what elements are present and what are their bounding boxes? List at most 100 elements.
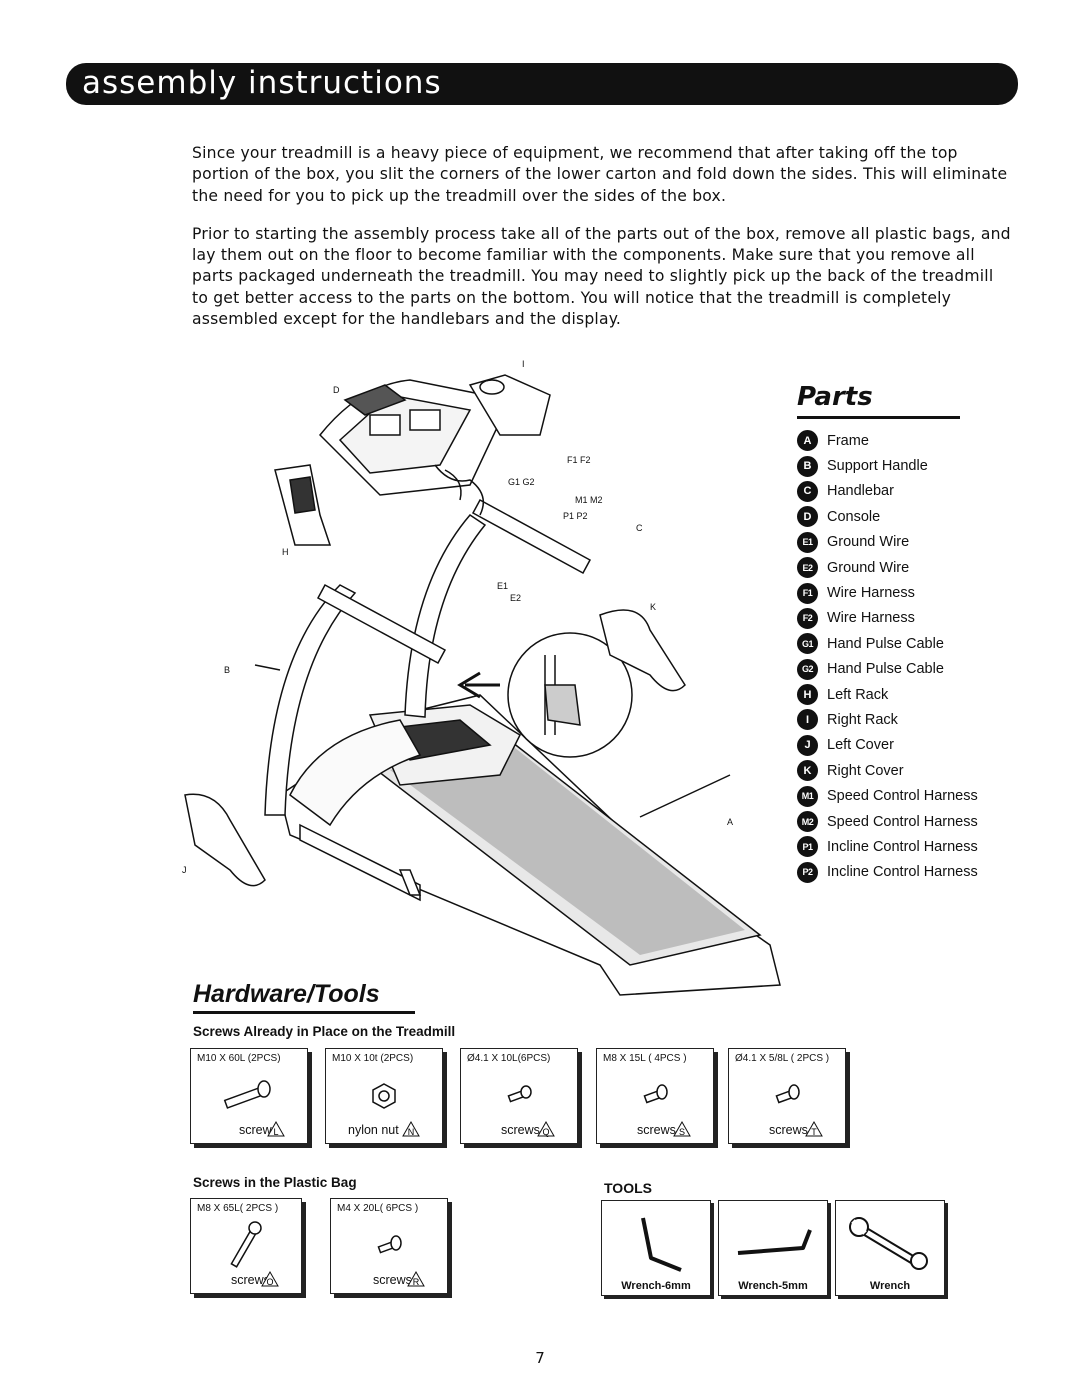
svg-text:S: S (679, 1127, 685, 1137)
hardware-name: screws (373, 1273, 412, 1287)
part-item: G2 Hand Pulse Cable (797, 657, 978, 682)
part-name: Support Handle (827, 458, 928, 475)
svg-text:N: N (408, 1127, 415, 1137)
label-E1: E1 (497, 581, 508, 591)
part-code-badge: G1 (797, 633, 818, 655)
hex-key-icon (602, 1207, 710, 1279)
part-name: Right Rack (827, 711, 898, 728)
tool-name: Wrench-5mm (738, 1280, 808, 1292)
part-code-badge: E2 (797, 557, 818, 579)
page-title: assembly instructions (82, 65, 442, 101)
part-item: E1 Ground Wire (797, 530, 978, 555)
treadmill-exploded-diagram: I D J H B C K A F1 F2 G1 G2 M1 M2 P1 P2 … (182, 359, 781, 996)
part-code-badge: F2 (797, 607, 818, 629)
parts-heading: Parts (797, 382, 873, 412)
part-name: Right Cover (827, 762, 904, 779)
part-item: M1 Speed Control Harness (797, 783, 978, 808)
hardware-item: M8 X 65L( 2PCS ) screws O (190, 1198, 302, 1294)
svg-text:R: R (413, 1277, 420, 1287)
hardware-spec: Ø4.1 X 5/8L ( 2PCS ) (735, 1053, 830, 1064)
tool-name: Wrench-6mm (621, 1280, 691, 1292)
in-place-heading: Screws Already in Place on the Treadmill (193, 1024, 456, 1039)
label-J: J (182, 865, 187, 875)
title-bar: assembly instructions (66, 63, 1018, 105)
part-code-badge: J (797, 734, 818, 756)
page-number: 7 (535, 1349, 545, 1367)
label-D: D (333, 385, 340, 395)
svg-text:Q: Q (542, 1127, 549, 1137)
screw-icon (729, 1071, 845, 1121)
label-P1P2: P1 P2 (563, 511, 588, 521)
screw-icon (597, 1071, 713, 1121)
part-code-badge: M2 (797, 811, 818, 833)
hardware-name: screw (239, 1123, 272, 1137)
hardware-mark-icon: O (261, 1271, 279, 1287)
label-E2: E2 (510, 593, 521, 603)
label-I: I (522, 359, 525, 369)
hardware-divider (193, 1011, 415, 1014)
hardware-mark-icon: T (805, 1121, 823, 1137)
part-item: I Right Rack (797, 707, 978, 732)
part-name: Incline Control Harness (827, 838, 978, 855)
part-code-badge: E1 (797, 531, 818, 553)
hex-key-icon (719, 1207, 827, 1279)
hardware-heading: Hardware/Tools (193, 980, 380, 1008)
part-item: B Support Handle (797, 453, 978, 478)
part-name: Wire Harness (827, 585, 915, 602)
wrench-icon (836, 1207, 944, 1279)
nylon-nut-icon (326, 1071, 442, 1121)
hardware-spec: Ø4.1 X 10L(6PCS) (467, 1053, 551, 1064)
part-code-badge: B (797, 455, 818, 477)
part-name: Console (827, 508, 881, 525)
hardware-name: screws (637, 1123, 676, 1137)
long-screw-icon (191, 1071, 307, 1121)
part-name: Speed Control Harness (827, 788, 978, 805)
part-code-badge: G2 (797, 658, 818, 680)
part-code-badge: P1 (797, 836, 818, 858)
tool-item: Wrench-5mm (718, 1200, 828, 1296)
label-F1F2: F1 F2 (567, 455, 591, 465)
hardware-item: Ø4.1 X 5/8L ( 2PCS ) screws T (728, 1048, 846, 1144)
label-M1M2: M1 M2 (575, 495, 603, 505)
tools-heading: TOOLS (604, 1180, 652, 1196)
part-code-badge: K (797, 760, 818, 782)
hardware-name: screws (501, 1123, 540, 1137)
svg-text:L: L (273, 1127, 278, 1137)
parts-divider (797, 416, 960, 419)
hardware-name: screws (769, 1123, 808, 1137)
long-bolt-icon (191, 1221, 301, 1271)
part-code-badge: I (797, 709, 818, 731)
part-code-badge: F1 (797, 582, 818, 604)
part-name: Ground Wire (827, 534, 910, 551)
screw-icon (331, 1221, 447, 1271)
part-name: Wire Harness (827, 610, 915, 627)
hardware-spec: M4 X 20L( 6PCS ) (337, 1203, 419, 1214)
hardware-name: screws (231, 1273, 270, 1287)
hardware-spec: M8 X 65L( 2PCS ) (197, 1203, 279, 1214)
hardware-spec: M8 X 15L ( 4PCS ) (603, 1053, 687, 1064)
part-name: Hand Pulse Cable (827, 661, 944, 678)
part-item: P1 Incline Control Harness (797, 834, 978, 859)
part-code-badge: H (797, 684, 818, 706)
hardware-item: Ø4.1 X 10L(6PCS) screws Q (460, 1048, 578, 1144)
svg-text:T: T (811, 1127, 817, 1137)
part-name: Frame (827, 432, 869, 449)
intro-paragraph-1: Since your treadmill is a heavy piece of… (192, 144, 1008, 205)
part-code-badge: M1 (797, 785, 818, 807)
hardware-spec: M10 X 10t (2PCS) (332, 1053, 414, 1064)
part-code-badge: C (797, 480, 818, 502)
part-item: F2 Wire Harness (797, 606, 978, 631)
intro-paragraph-2: Prior to starting the assembly process t… (192, 224, 1011, 329)
part-name: Hand Pulse Cable (827, 635, 944, 652)
tool-item: Wrench-6mm (601, 1200, 711, 1296)
label-G1G2: G1 G2 (508, 477, 535, 487)
part-item: G1 Hand Pulse Cable (797, 631, 978, 656)
hardware-mark-icon: R (407, 1271, 425, 1287)
